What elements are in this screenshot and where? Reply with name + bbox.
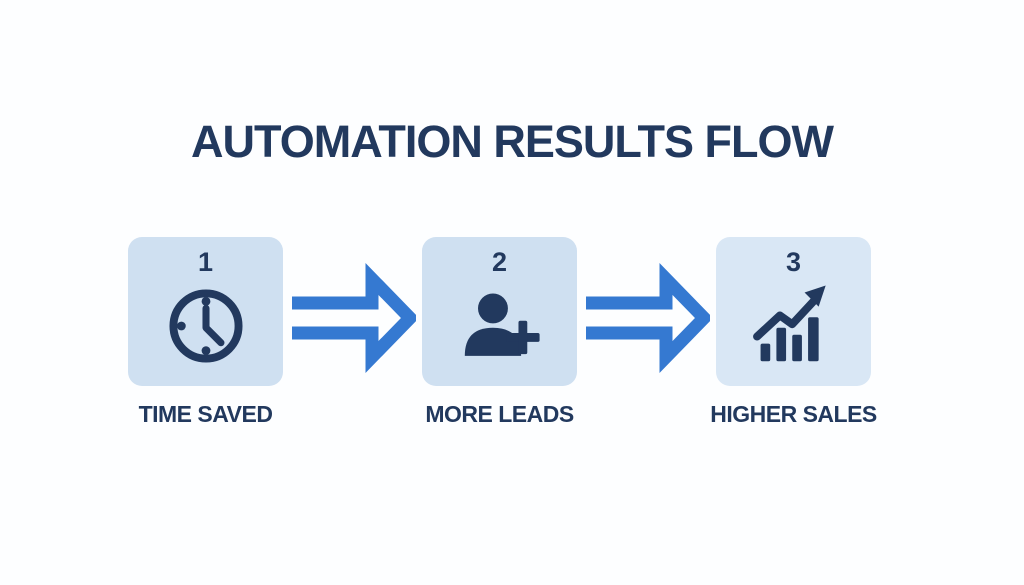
connector-1 <box>283 237 422 374</box>
right-arrow-icon <box>291 263 416 373</box>
step-label: HIGHER SALES <box>710 401 877 427</box>
connector-2 <box>577 237 716 374</box>
right-arrow-icon <box>585 263 710 373</box>
add-user-icon <box>464 293 540 356</box>
diagram-title: AUTOMATION RESULTS FLOW <box>191 116 834 167</box>
step-number: 3 <box>785 247 802 277</box>
step-card-1: 1 <box>128 237 283 386</box>
clock-icon <box>168 289 243 363</box>
step-label: MORE LEADS <box>425 401 574 427</box>
step-3: 3 HIGHER SALES <box>710 237 877 428</box>
step-card-3: 3 <box>716 237 871 386</box>
step-number: 2 <box>491 247 508 277</box>
flow-row: 1 TIME SAVED 2 <box>128 237 877 428</box>
step-2: 2 MORE LEADS <box>422 237 577 428</box>
step-number: 1 <box>197 247 214 277</box>
step-card-2: 2 <box>422 237 577 386</box>
step-1: 1 TIME SAVED <box>128 237 283 428</box>
growth-chart-icon <box>752 285 826 362</box>
step-label: TIME SAVED <box>138 401 273 427</box>
